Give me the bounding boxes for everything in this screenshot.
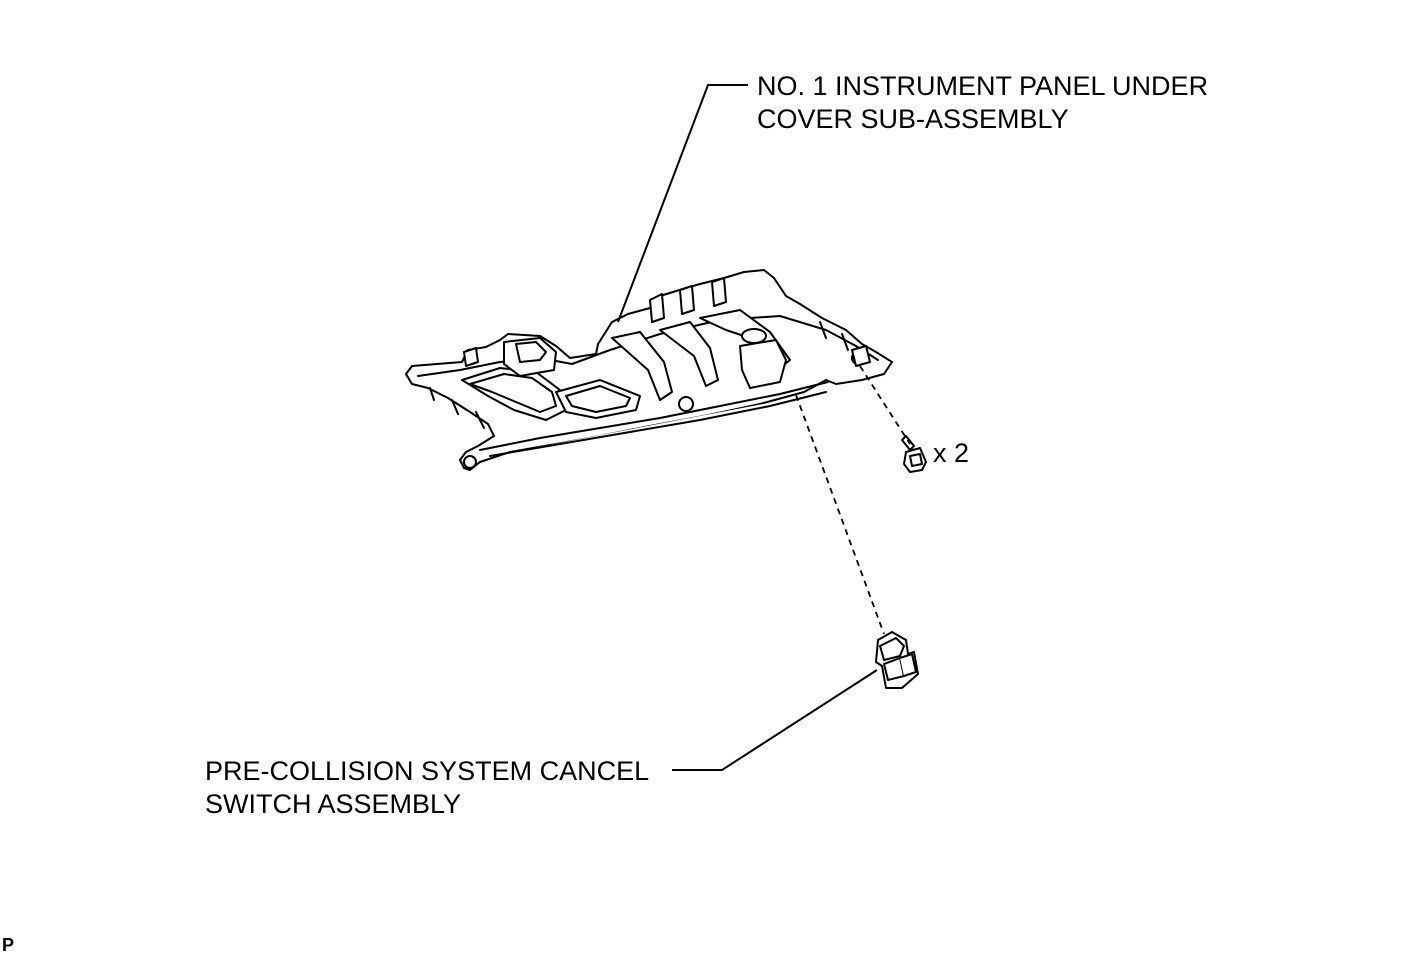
cover-label: NO. 1 INSTRUMENT PANEL UNDER COVER SUB-A… bbox=[757, 70, 1208, 136]
switch-leader-line bbox=[672, 669, 878, 771]
screw bbox=[901, 435, 927, 473]
switch-label: PRE-COLLISION SYSTEM CANCEL SWITCH ASSEM… bbox=[205, 755, 649, 821]
cover-label-line2: COVER SUB-ASSEMBLY bbox=[757, 104, 1069, 134]
screw-quantity-label: x 2 bbox=[933, 438, 970, 468]
instrument-panel-under-cover bbox=[405, 269, 893, 471]
switch-label-line2: SWITCH ASSEMBLY bbox=[205, 789, 462, 819]
screw-dashed-line bbox=[859, 365, 911, 445]
switch-dashed-line bbox=[795, 394, 885, 635]
switch-label-line1: PRE-COLLISION SYSTEM CANCEL bbox=[205, 756, 650, 786]
pre-collision-cancel-switch bbox=[875, 631, 919, 689]
figure-code: P bbox=[2, 935, 15, 955]
cover-leader-line bbox=[617, 84, 748, 323]
leader-lines bbox=[617, 84, 878, 771]
cover-label-line1: NO. 1 INSTRUMENT PANEL UNDER bbox=[757, 71, 1209, 101]
assembly-dashed-lines bbox=[795, 365, 911, 635]
